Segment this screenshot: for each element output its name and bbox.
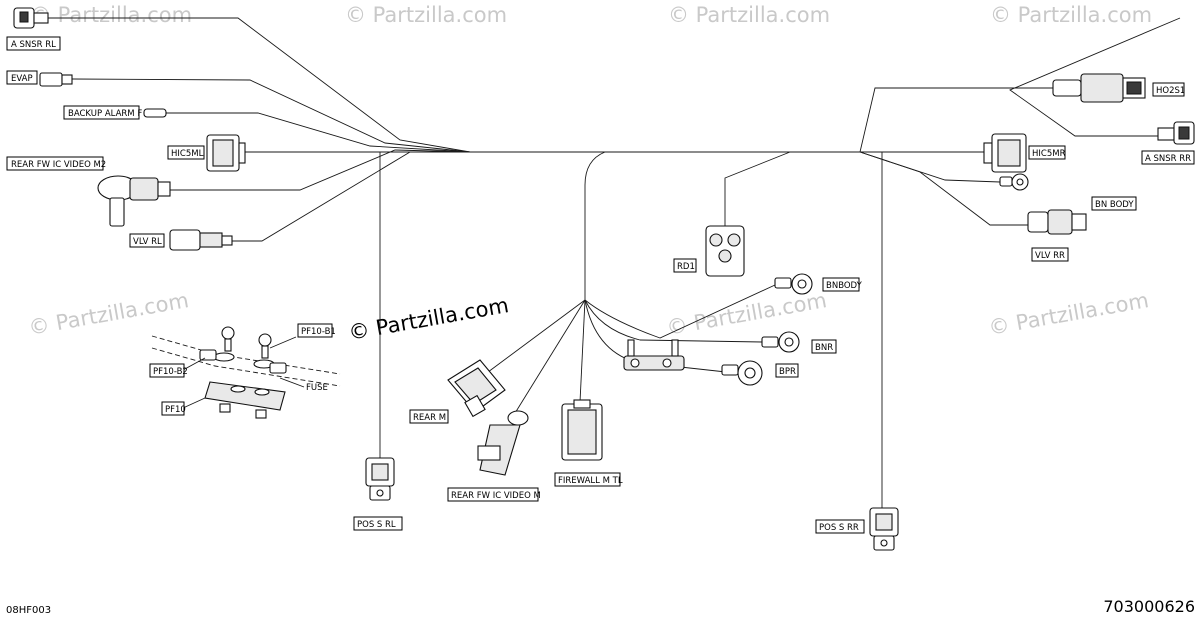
label-box-bnr: [811, 339, 837, 354]
watermark-mid-1: © Partzilla.com: [27, 288, 191, 340]
label-box-a-snsr-rl: [6, 36, 61, 51]
connector-hic5ml: [206, 134, 246, 172]
connector-rear-fw-video-m: [477, 410, 529, 476]
label-box-hic5ml: [167, 145, 205, 160]
label-rear-fw-video-m: REAR FW IC VIDEO M: [451, 491, 541, 501]
label-box-bn-body: [1091, 196, 1137, 211]
watermark-top-4: © Partzilla.com: [990, 3, 1152, 27]
ring-terminal-bnbody: [774, 273, 813, 295]
label-evap: EVAP: [11, 74, 33, 84]
label-pos-s-rr: POS S RR: [819, 523, 859, 533]
label-ho2s1: HO2S1: [1156, 86, 1185, 96]
watermark-top-1: © Partzilla.com: [30, 3, 192, 27]
label-box-rear-fw-video-m2: [6, 156, 104, 171]
connector-ho2s1: [1052, 73, 1146, 103]
connector-a-snsr-rr: [1157, 121, 1195, 145]
label-bnbody: BNBODY: [826, 281, 863, 291]
sensor-pos-s-rl: [365, 457, 395, 501]
label-rear-fw-video-m2: REAR FW IC VIDEO M2: [11, 160, 106, 170]
label-pos-s-rl: POS S RL: [357, 520, 396, 530]
label-box-rear-m: [409, 409, 449, 424]
label-box-bnbody: [822, 277, 860, 292]
connector-hic5mr: [983, 133, 1027, 173]
fuse-holder-pf10-assembly: [151, 326, 341, 419]
label-firewall-m-tl: FIREWALL M TL: [558, 476, 623, 486]
watermark-mid-3: © Partzilla.com: [665, 288, 829, 340]
label-box-pf10-b1: [297, 323, 333, 338]
sensor-pos-s-rr: [869, 507, 899, 551]
watermark-top-3: © Partzilla.com: [668, 3, 830, 27]
label-rear-m: REAR M: [413, 413, 446, 423]
label-bn-body: BN BODY: [1095, 200, 1134, 210]
label-box-rear-fw-video-m: [447, 487, 539, 502]
label-box-pos-s-rl: [353, 516, 403, 531]
label-rd1: RD1: [677, 262, 695, 272]
label-hic5ml: HIC5ML: [171, 149, 204, 159]
label-box-backup-alarm: [63, 105, 140, 120]
connector-rear-m: [447, 359, 506, 418]
label-vlv-rl: VLV RL: [133, 237, 162, 247]
label-a-snsr-rl: A SNSR RL: [11, 40, 56, 50]
label-box-ho2s1: [1152, 82, 1185, 97]
label-fuse: FUSE: [306, 383, 328, 393]
label-box-vlv-rl: [129, 233, 165, 248]
label-box-a-snsr-rr: [1141, 150, 1195, 165]
label-pf10-b2: PF10-B2: [153, 367, 188, 377]
label-box-rd1: [673, 258, 697, 273]
harness-wires: [48, 17, 1181, 510]
label-pf10: PF10: [165, 405, 186, 415]
label-box-pf10-b2: [149, 363, 185, 378]
watermark-top-2: © Partzilla.com: [345, 3, 507, 27]
connector-rear-fw-video-m2: [97, 175, 171, 227]
label-box-pf10: [161, 401, 185, 416]
ring-terminal-bnr: [761, 331, 800, 353]
connector-a-snsr-rl: [13, 7, 49, 29]
watermark-mid-4: © Partzilla.com: [987, 288, 1151, 340]
watermarks: © Partzilla.com © Partzilla.com © Partzi…: [27, 3, 1152, 345]
label-bnr: BNR: [815, 343, 833, 353]
label-bpr: BPR: [779, 367, 796, 377]
connector-vlv-rr: [1027, 209, 1087, 235]
connector-backup-alarm: [143, 108, 167, 118]
label-a-snsr-rr: A SNSR RR: [1145, 154, 1191, 164]
label-backup-alarm: BACKUP ALARM F: [68, 109, 142, 119]
ground-block: [623, 339, 685, 371]
label-hic5mr: HIC5MR: [1032, 149, 1066, 159]
label-box-pos-s-rr: [815, 519, 865, 534]
connector-evap: [39, 72, 73, 87]
ring-terminal-bpr: [721, 360, 763, 386]
label-box-vlv-rr: [1031, 247, 1069, 262]
label-box-bpr: [775, 363, 799, 378]
label-box-firewall-m-tl: [554, 472, 621, 487]
label-vlv-rr: VLV RR: [1035, 251, 1065, 261]
label-box-hic5mr: [1028, 145, 1066, 160]
label-pf10-b1: PF10-B1: [301, 327, 336, 337]
connector-vlv-rl: [169, 229, 233, 251]
connector-firewall-m-tl: [561, 399, 603, 461]
relay-rd1: [705, 225, 745, 277]
label-box-evap: [6, 70, 38, 85]
diagram-code-right: 703000626: [1103, 597, 1195, 616]
diagram-code-left: 08HF003: [6, 605, 51, 616]
ring-terminal-bn-body: [999, 173, 1029, 191]
watermark-center: © Partzilla.com: [347, 293, 511, 345]
